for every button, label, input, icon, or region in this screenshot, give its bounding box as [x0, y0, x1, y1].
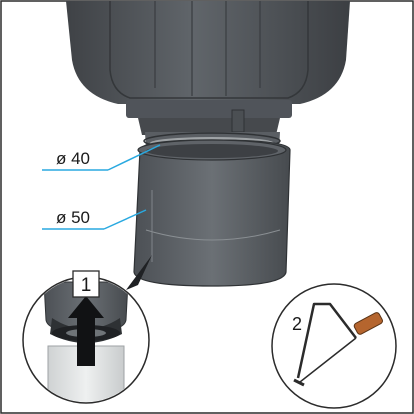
hacksaw-icon [293, 302, 383, 387]
step-1-label: 1 [81, 275, 92, 296]
detail-circle-1: 1 [22, 270, 150, 404]
machine-body [66, 1, 350, 135]
outer-sleeve-50 [133, 139, 291, 287]
step-2-label: 2 [292, 314, 302, 334]
leader-lines [42, 144, 161, 230]
up-arrow-icon [68, 296, 104, 366]
diameter-40-label: ø 40 [56, 149, 90, 168]
diameter-50-label: ø 50 [56, 208, 90, 227]
step-1-box [72, 270, 100, 298]
detail-pointer [126, 255, 152, 290]
detail-circle-2: 2 [271, 283, 397, 409]
